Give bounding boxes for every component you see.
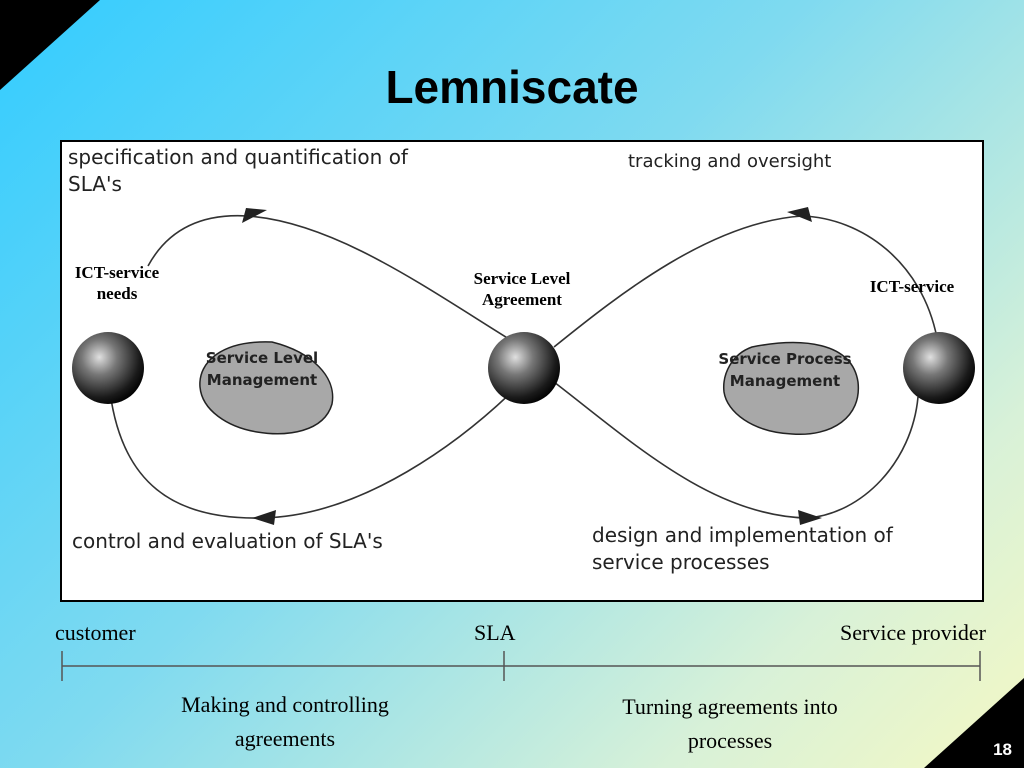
label-specification: specification and quantification of SLA'… (68, 145, 408, 196)
lemniscate-diagram: specification and quantification of SLA'… (60, 140, 984, 602)
left-sphere-icon (72, 332, 144, 404)
arrow-bottom-right-icon (798, 510, 822, 525)
right-sphere-icon (903, 332, 975, 404)
timeline-customer-label: customer (55, 620, 136, 645)
top-left-corner-triangle (0, 0, 100, 90)
center-sphere-icon (488, 332, 560, 404)
label-ict-service-needs: ICT-service needs (74, 263, 160, 303)
label-design: design and implementation of service pro… (592, 523, 893, 574)
left-teardrop-shape (199, 341, 334, 435)
curve-top-left (147, 214, 523, 348)
timeline-bar (61, 651, 981, 681)
caption-making-controlling: Making and controlling agreements (181, 692, 389, 751)
timeline-provider-label: Service provider (840, 620, 986, 645)
label-control: control and evaluation of SLA's (72, 529, 383, 553)
label-tracking: tracking and oversight (628, 151, 832, 172)
label-service-process-management: Service Process Management (718, 350, 852, 390)
label-service-level-management: Service Level Management (205, 349, 319, 389)
slide-title: Lemniscate (385, 61, 639, 113)
label-ict-service: ICT-service (869, 277, 955, 296)
curve-arrowheads (242, 207, 822, 525)
arrow-bottom-left-icon (252, 510, 276, 525)
page-number: 18 (993, 740, 1012, 759)
curve-top-right (553, 215, 938, 348)
label-service-level-agreement: Service Level Agreement (473, 269, 571, 309)
curve-bottom-right (553, 381, 919, 519)
arrow-top-left-icon (242, 208, 267, 223)
caption-turning-agreements: Turning agreements into processes (622, 694, 838, 753)
timeline-sla-label: SLA (474, 620, 516, 645)
right-teardrop-shape (723, 341, 860, 436)
lemniscate-figure (72, 207, 975, 525)
bottom-right-corner-triangle (924, 678, 1024, 768)
arrow-top-right-icon (787, 207, 812, 222)
